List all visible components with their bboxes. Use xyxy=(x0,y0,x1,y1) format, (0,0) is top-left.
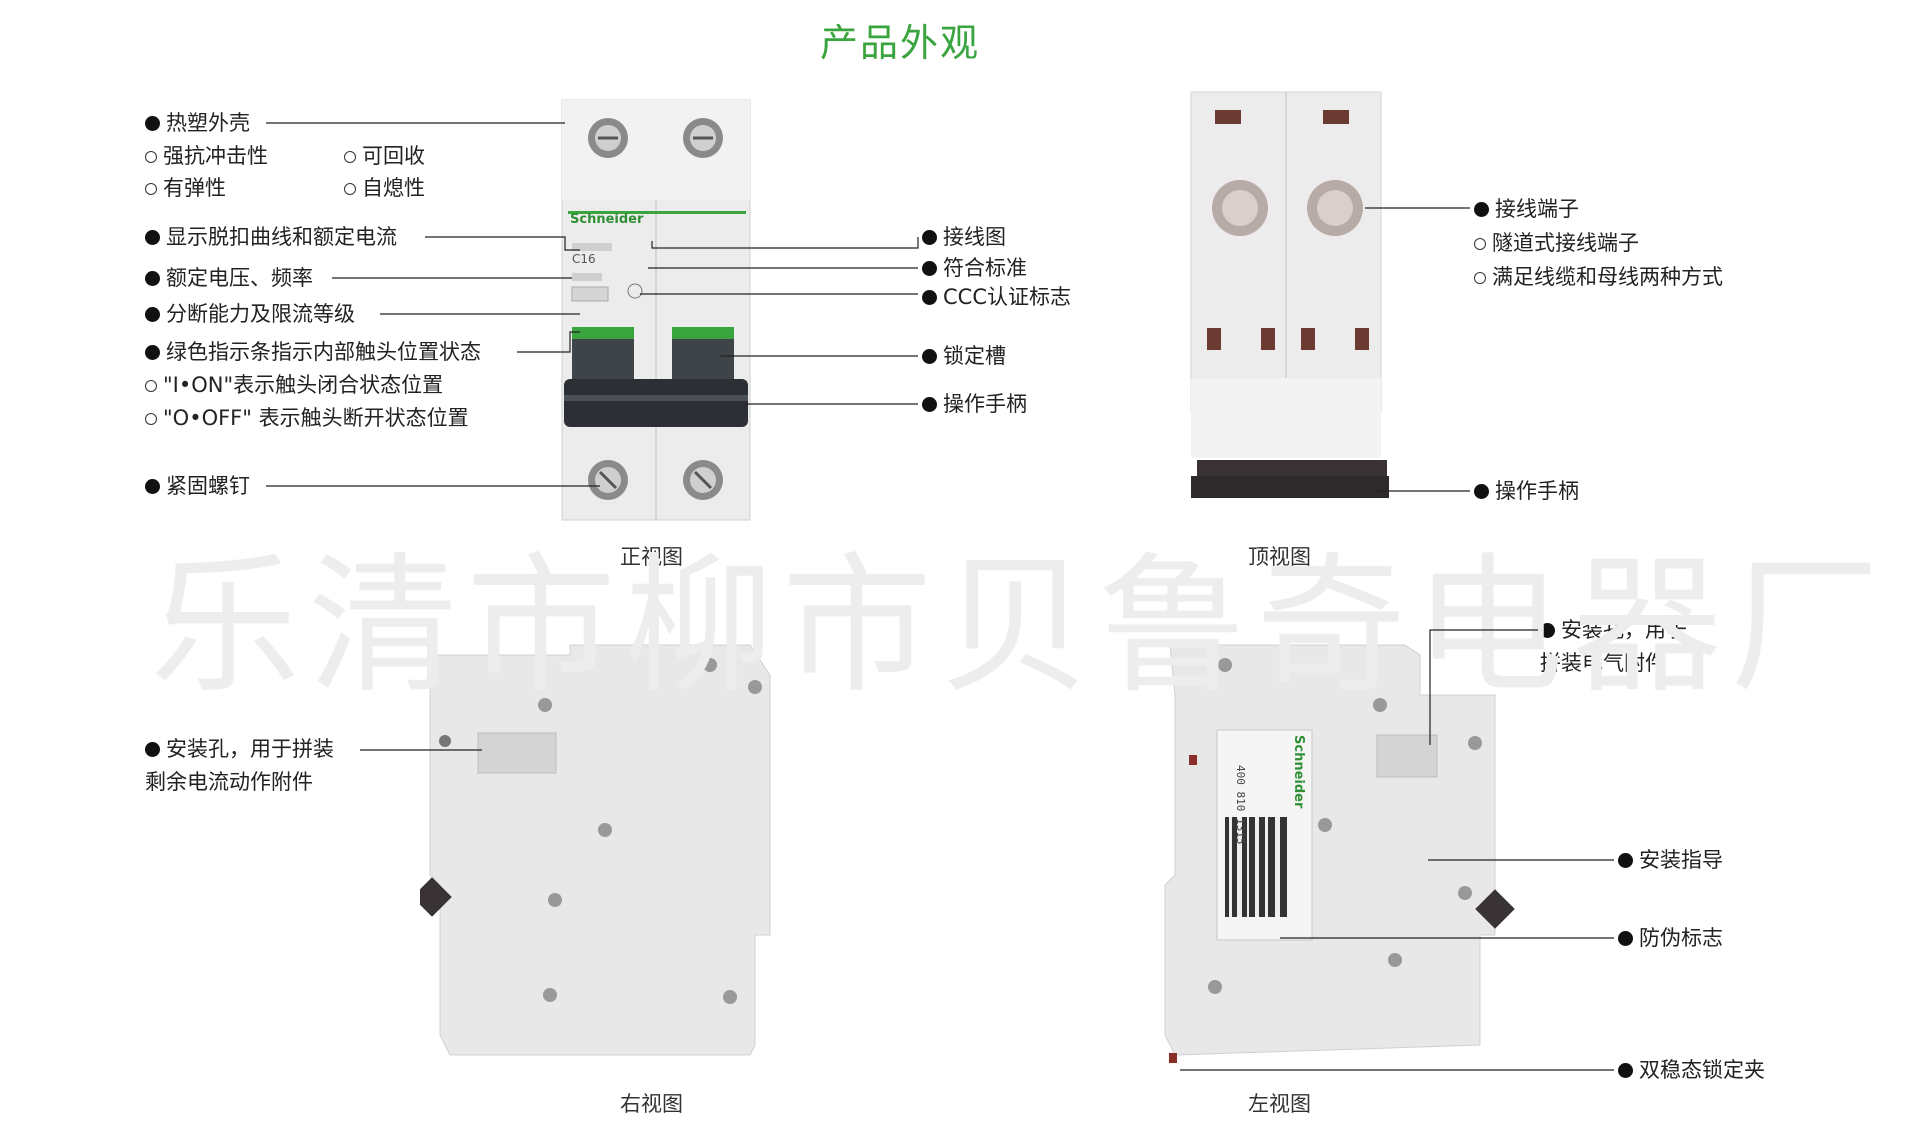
brand-text: Schneider xyxy=(570,212,644,227)
install-guide-label: 安装指导 xyxy=(1618,846,1723,874)
rating-text: C16 xyxy=(572,252,596,266)
right-view-caption: 右视图 xyxy=(620,1092,683,1116)
bullet-icon xyxy=(922,349,937,364)
circle-bullet-icon xyxy=(1474,272,1486,284)
bullet-icon xyxy=(1618,931,1633,946)
accessory-mount-hole-label: 安装孔，用于 xyxy=(1540,616,1687,644)
top-view-image xyxy=(1190,91,1389,498)
shell-feature-recyclable: 可回收 xyxy=(344,142,425,170)
circle-bullet-icon xyxy=(344,183,356,195)
page-title: 产品外观 xyxy=(819,21,980,65)
bullet-icon xyxy=(1540,623,1555,638)
rcd-mount-hole-label: 安装孔，用于拼装 xyxy=(145,735,334,763)
left-view-brand-text: Schneider xyxy=(1291,735,1306,809)
front-handle-label: 操作手柄 xyxy=(922,390,1027,418)
ccc-label: CCC认证标志 xyxy=(922,283,1071,311)
bullet-icon xyxy=(145,271,160,286)
indicator-label: 绿色指示条指示内部触头位置状态 xyxy=(145,338,481,366)
tunnel-terminal-label: 隧道式接线端子 xyxy=(1474,229,1639,257)
front-view-caption: 正视图 xyxy=(620,545,683,569)
curve-label: 显示脱扣曲线和额定电流 xyxy=(145,223,397,251)
circle-bullet-icon xyxy=(145,380,157,392)
bistable-clip-label: 双稳态锁定夹 xyxy=(1618,1056,1765,1084)
right-view-image xyxy=(420,644,771,1056)
bullet-icon xyxy=(922,261,937,276)
front-view-image: Schneider C16 xyxy=(561,99,751,521)
bullet-icon xyxy=(145,479,160,494)
circle-bullet-icon xyxy=(344,151,356,163)
cable-busbar-label: 满足线缆和母线两种方式 xyxy=(1474,263,1723,291)
top-handle-label: 操作手柄 xyxy=(1474,477,1579,505)
bullet-icon xyxy=(145,742,160,757)
circle-bullet-icon xyxy=(145,151,157,163)
screw-label: 紧固螺钉 xyxy=(145,472,250,500)
bullet-icon xyxy=(922,397,937,412)
bullet-icon xyxy=(922,290,937,305)
lock-slot-label: 锁定槽 xyxy=(922,342,1006,370)
standard-label: 符合标准 xyxy=(922,254,1027,282)
bullet-icon xyxy=(1618,1063,1633,1078)
terminal-label: 接线端子 xyxy=(1474,195,1579,223)
bullet-icon xyxy=(145,307,160,322)
phone-text: 400 810 1315 xyxy=(1234,765,1247,844)
bullet-icon xyxy=(145,116,160,131)
accessory-mount-hole-label-2: 拼装电气附件 xyxy=(1540,651,1666,675)
shell-label: 热塑外壳 xyxy=(145,109,250,137)
circle-bullet-icon xyxy=(1474,238,1486,250)
circle-bullet-icon xyxy=(145,413,157,425)
watermark: 乐清市柳市贝鲁奇电器厂 xyxy=(150,540,1889,714)
bullet-icon xyxy=(922,230,937,245)
wiring-diagram-label: 接线图 xyxy=(922,223,1006,251)
ooff-label: "O•OFF" 表示触头断开状态位置 xyxy=(145,404,469,432)
shell-feature-elastic: 有弹性 xyxy=(145,174,226,202)
shell-feature-impact: 强抗冲击性 xyxy=(145,142,268,170)
rcd-mount-hole-label-2: 剩余电流动作附件 xyxy=(145,770,313,794)
breaking-capacity-label: 分断能力及限流等级 xyxy=(145,300,355,328)
circle-bullet-icon xyxy=(145,183,157,195)
bullet-icon xyxy=(145,230,160,245)
bullet-icon xyxy=(1474,202,1489,217)
voltage-label: 额定电压、频率 xyxy=(145,264,313,292)
left-view-image: Schneider 400 810 1315 xyxy=(1164,644,1515,1063)
bullet-icon xyxy=(1474,484,1489,499)
bullet-icon xyxy=(145,345,160,360)
bullet-icon xyxy=(1618,853,1633,868)
left-view-caption: 左视图 xyxy=(1248,1092,1311,1116)
shell-feature-self-extinguishing: 自熄性 xyxy=(344,174,425,202)
top-view-caption: 顶视图 xyxy=(1248,545,1311,569)
ion-label: "I•ON"表示触头闭合状态位置 xyxy=(145,371,443,399)
anticounterfeit-label: 防伪标志 xyxy=(1618,924,1723,952)
